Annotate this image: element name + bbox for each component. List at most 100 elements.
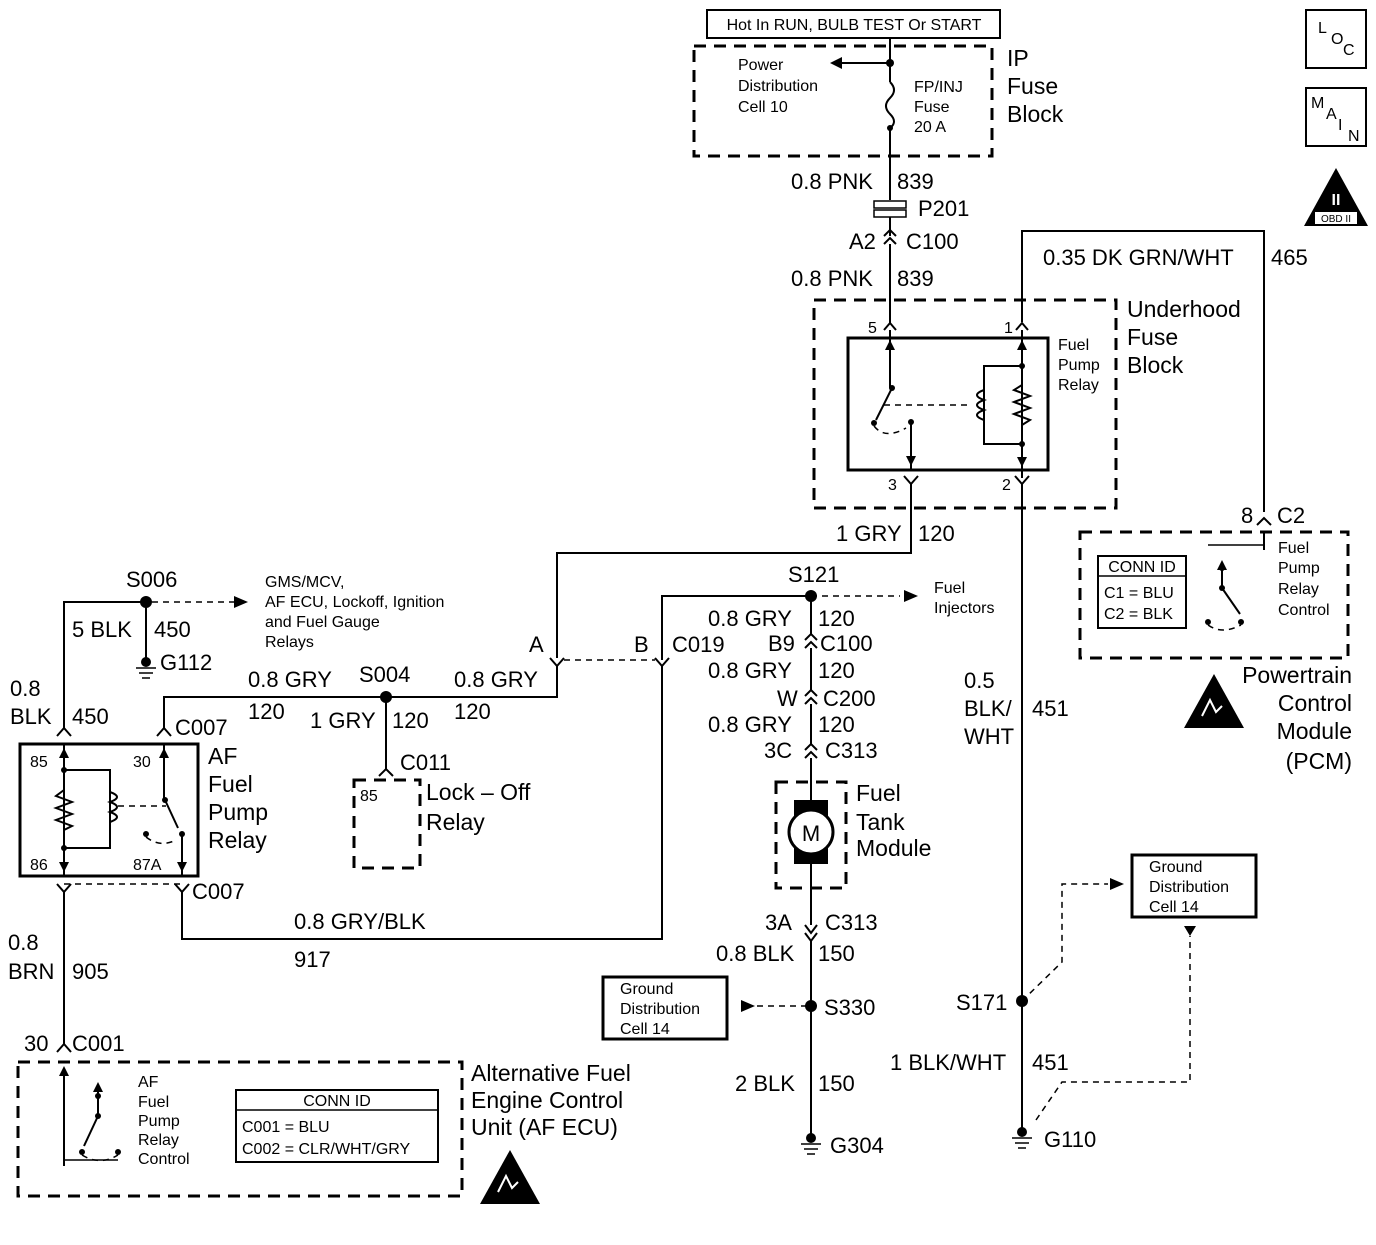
ecu-c001: C001 = BLU bbox=[242, 1119, 330, 1136]
s330-label: S330 bbox=[824, 995, 875, 1020]
pin-a: A bbox=[529, 632, 544, 657]
ecu-c002: C002 = CLR/WHT/GRY bbox=[242, 1141, 411, 1158]
pcm-c2: C2 = BLK bbox=[1104, 606, 1173, 623]
pcm-title-line4: (PCM) bbox=[1286, 748, 1352, 774]
gry1-mid-label: 1 GRY bbox=[310, 708, 376, 733]
motor-letter: M bbox=[802, 821, 820, 846]
g110-label: G110 bbox=[1044, 1127, 1096, 1152]
underhood-fuse-block: 5 1 3 2 Fuel Pump Relay Underhood Fuse bbox=[812, 296, 1241, 510]
af-relay-title-line3: Pump bbox=[208, 799, 268, 825]
c100-b9-label: C100 bbox=[820, 631, 873, 656]
c313-bot-label: C313 bbox=[825, 910, 878, 935]
pcm-ctrl-line3: Relay bbox=[1278, 581, 1319, 598]
gd-left-line2: Distribution bbox=[620, 1001, 700, 1018]
af-pin-87a: 87A bbox=[133, 857, 162, 874]
wire-451: 0.5 BLK/ WHT 451 S171 1 BLK/WHT 451 G110 bbox=[890, 484, 1196, 1152]
pin-1: 1 bbox=[1004, 320, 1013, 337]
lockoff-relay: 85 Lock – Off Relay bbox=[352, 778, 531, 870]
pcm-title-line1: Powertrain bbox=[1242, 662, 1352, 688]
af-relay-title-line4: Relay bbox=[208, 827, 267, 853]
c007-top-label: C007 bbox=[175, 715, 228, 740]
ground-dist-right[interactable]: Ground Distribution Cell 14 bbox=[1130, 853, 1258, 919]
ecu-conn-id: CONN ID bbox=[303, 1093, 371, 1110]
main-badge[interactable]: M A I N bbox=[1305, 87, 1367, 147]
s006-circuit: S006 GMS/MCV, AF ECU, Lockoff, Ignition … bbox=[10, 567, 444, 729]
s121-circuit: S121 Fuel Injectors 0.8 GRY 120 B9 C100 … bbox=[661, 562, 994, 800]
s004-circuit: C007 0.8 GRY 120 S004 0.8 GRY 120 1 GRY … bbox=[163, 632, 725, 777]
lockoff-title-line2: Relay bbox=[426, 809, 485, 835]
lockoff-title-line1: Lock – Off bbox=[426, 779, 531, 805]
fuel-tank-title-line1: Fuel bbox=[856, 780, 901, 806]
pcm-ctrl-line4: Control bbox=[1278, 602, 1330, 619]
fuse-label-line1: FP/INJ bbox=[914, 79, 963, 96]
af-relay-title-line2: Fuel bbox=[208, 771, 253, 797]
ip-title-line1: IP bbox=[1007, 45, 1029, 71]
blk08-line2: BLK bbox=[10, 704, 52, 729]
brn-line1: 0.8 bbox=[8, 930, 39, 955]
pcm-c2-label: C2 bbox=[1277, 503, 1305, 528]
gd-left-line3: Cell 14 bbox=[620, 1021, 670, 1038]
c007-bot-label: C007 bbox=[192, 879, 245, 904]
c3c-pin: 3C bbox=[764, 738, 792, 763]
ground-dist-left[interactable]: Ground Distribution Cell 14 bbox=[601, 975, 729, 1041]
wire-465-num: 465 bbox=[1271, 245, 1308, 270]
c001-label: C001 bbox=[72, 1031, 125, 1056]
fuse-icon bbox=[885, 81, 895, 129]
ip-title-line3: Block bbox=[1007, 101, 1064, 127]
pcm-title-line3: Module bbox=[1277, 718, 1352, 744]
obd-numeral: II bbox=[1332, 192, 1341, 209]
s006-label: S006 bbox=[126, 567, 177, 592]
pin-2: 2 bbox=[1002, 477, 1011, 494]
loc-letter-l: L bbox=[1318, 20, 1327, 37]
af-relay-title-line1: AF bbox=[208, 743, 237, 769]
underhood-title-line2: Fuse bbox=[1127, 324, 1178, 350]
gry-blk-label: 0.8 GRY/BLK bbox=[294, 909, 426, 934]
pcm-ctrl-line2: Pump bbox=[1278, 560, 1320, 577]
wire-839-mid-label: 0.8 PNK bbox=[791, 266, 873, 291]
power-dist-line2: Distribution bbox=[738, 78, 818, 95]
af-ecu: AF Fuel Pump Relay Control CONN ID C001 … bbox=[16, 1060, 631, 1198]
hot-in-run-text: Hot In RUN, BULB TEST Or START bbox=[727, 17, 982, 34]
loc-letter-c: C bbox=[1343, 42, 1355, 59]
pin-3: 3 bbox=[888, 477, 897, 494]
c001-pin-30: 30 bbox=[24, 1031, 48, 1056]
p201-label: P201 bbox=[918, 196, 969, 221]
w120-a-num: 120 bbox=[818, 606, 855, 631]
fuel-injectors-line1: Fuel bbox=[934, 580, 965, 597]
c313-top-label: C313 bbox=[825, 738, 878, 763]
wire-839: 0.8 PNK 839 P201 A2 C100 0.8 PNK 839 bbox=[791, 169, 969, 324]
ip-fuse-block: Power Distribution Cell 10 FP/INJ Fuse 2… bbox=[692, 38, 1064, 200]
ecu-ctrl-line3: Pump bbox=[138, 1113, 180, 1130]
relay-label-line1: Fuel bbox=[1058, 337, 1089, 354]
wire-150: 3A C313 0.8 BLK 150 S330 2 BLK 150 G304 bbox=[716, 910, 884, 1158]
blk08-num: 450 bbox=[72, 704, 109, 729]
wire-465-label: 0.35 DK GRN/WHT bbox=[1043, 245, 1234, 270]
gms-note-line2: AF ECU, Lockoff, Ignition bbox=[265, 594, 444, 611]
w150-a-label: 0.8 BLK bbox=[716, 941, 795, 966]
w451-b-num: 451 bbox=[1032, 1050, 1069, 1075]
pin-5: 5 bbox=[868, 320, 877, 337]
relay-label-line2: Pump bbox=[1058, 357, 1100, 374]
power-dist-line3: Cell 10 bbox=[738, 99, 788, 116]
af-pin-85: 85 bbox=[30, 754, 48, 771]
w120-c-label: 0.8 GRY bbox=[708, 712, 792, 737]
g304-label: G304 bbox=[830, 1133, 884, 1158]
s121-label: S121 bbox=[788, 562, 839, 587]
loc-badge[interactable]: L O C bbox=[1305, 9, 1367, 69]
gry-right-num: 120 bbox=[454, 699, 491, 724]
blk5-label: 5 BLK bbox=[72, 617, 132, 642]
underhood-title-line3: Block bbox=[1127, 352, 1184, 378]
w150-b-num: 150 bbox=[818, 1071, 855, 1096]
wire-120-main: 1 GRY 120 bbox=[556, 484, 955, 658]
relay-label-line3: Relay bbox=[1058, 377, 1099, 394]
af-pin-86: 86 bbox=[30, 857, 48, 874]
esd-icon-pcm bbox=[1184, 674, 1244, 728]
relay-resistor-icon bbox=[1011, 384, 1033, 426]
gry-left-num: 120 bbox=[248, 699, 285, 724]
wire-839-top-num: 839 bbox=[897, 169, 934, 194]
pcm-pin-8: 8 bbox=[1241, 503, 1253, 528]
s171-label: S171 bbox=[956, 990, 1007, 1015]
relay-coil-icon bbox=[976, 389, 987, 421]
w451-gauge-line3: WHT bbox=[964, 724, 1014, 749]
underhood-title-line1: Underhood bbox=[1127, 296, 1241, 322]
